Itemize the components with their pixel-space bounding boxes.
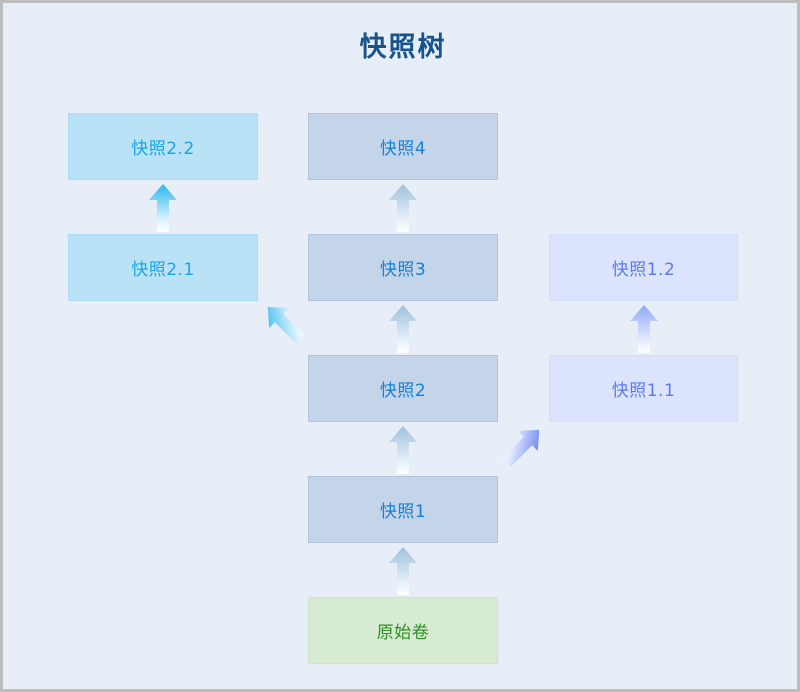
node-label: 快照4 — [379, 139, 427, 159]
node-snapshot4[interactable]: 快照4 — [308, 113, 498, 180]
node-label: 快照1.2 — [611, 260, 676, 280]
node-label: 快照2.2 — [131, 139, 195, 159]
page-title: 快照树 — [359, 32, 447, 63]
arrow-up-snapshot2-to-snapshot3 — [389, 305, 417, 353]
node-label: 快照1.1 — [611, 381, 676, 401]
node-label: 快照3 — [379, 260, 427, 280]
arrow-diagonal-snapshot1-to-snapshot1-1 — [498, 421, 548, 471]
arrow-up-origin-to-snapshot1 — [389, 547, 417, 595]
arrow-up-snapshot1-to-snapshot2 — [389, 426, 417, 474]
node-snapshot1[interactable]: 快照1 — [308, 476, 498, 543]
node-label: 快照2.1 — [131, 260, 195, 280]
arrow-up-snapshot1-1-to-snapshot1-2 — [630, 305, 658, 353]
node-origin-volume[interactable]: 原始卷 — [308, 597, 498, 664]
node-snapshot2-2[interactable]: 快照2.2 — [68, 113, 258, 180]
node-snapshot1-1[interactable]: 快照1.1 — [549, 355, 738, 422]
arrow-up-snapshot2-1-to-snapshot2-2 — [149, 184, 177, 232]
arrow-diagonal-snapshot2-to-snapshot2-1 — [259, 298, 309, 348]
node-snapshot3[interactable]: 快照3 — [308, 234, 498, 301]
node-label: 原始卷 — [376, 623, 430, 643]
node-snapshot2-1[interactable]: 快照2.1 — [68, 234, 258, 301]
node-snapshot2[interactable]: 快照2 — [308, 355, 498, 422]
node-label: 快照1 — [379, 502, 427, 522]
node-label: 快照2 — [379, 381, 427, 401]
arrow-up-snapshot3-to-snapshot4 — [389, 184, 417, 232]
node-snapshot1-2[interactable]: 快照1.2 — [549, 234, 738, 301]
